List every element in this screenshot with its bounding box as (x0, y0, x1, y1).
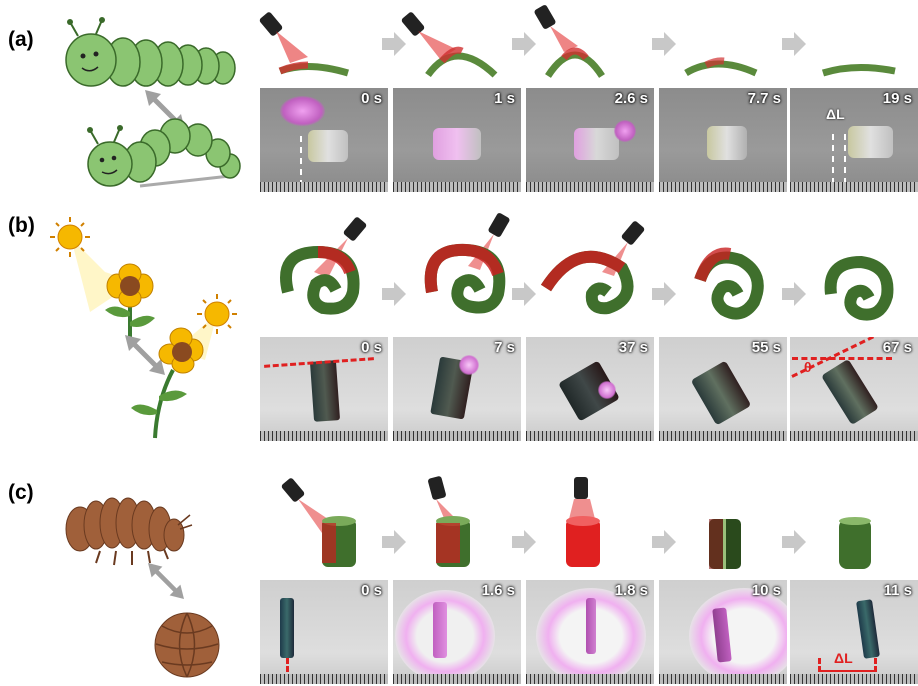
step-arrow-a-3 (652, 32, 676, 56)
time-label: 0 s (361, 582, 382, 599)
caterpillar-straight-illustration (65, 17, 236, 87)
photo-a-3: 2.6 s (526, 88, 654, 192)
step-arrow-c-1 (382, 530, 406, 554)
schematic-a-1 (259, 12, 350, 77)
step-arrow-b-2 (512, 282, 536, 306)
step-arrow-b-3 (652, 282, 676, 306)
panel-a-label: (a) (8, 28, 34, 51)
step-arrow-c-4 (782, 530, 806, 554)
schematic-a-2 (401, 12, 498, 78)
time-label: 67 s (882, 339, 912, 356)
step-arrow-b-4 (782, 282, 806, 306)
ruler (393, 182, 521, 192)
schematic-a-3 (534, 5, 605, 78)
photo-b-3: 37 s (526, 337, 654, 441)
photo-c-3: 1.8 s (526, 580, 654, 684)
step-arrow-a-1 (382, 32, 406, 56)
ruler (659, 674, 787, 684)
step-arrow-c-3 (652, 530, 676, 554)
schematic-c-5 (839, 517, 871, 569)
schematic-b-5 (824, 255, 894, 321)
schematic-c-2 (428, 476, 470, 567)
ruler (790, 674, 918, 684)
caterpillar-arched-illustration (87, 118, 241, 188)
ruler (790, 182, 918, 192)
schematic-c-3 (566, 477, 600, 567)
ruler (790, 431, 918, 441)
time-label: 1.8 s (614, 582, 648, 599)
schematic-a-4 (684, 57, 758, 77)
photo-c-1: 0 s (260, 580, 388, 684)
ruler (393, 431, 521, 441)
time-label: 19 s (882, 90, 912, 107)
ruler (659, 182, 787, 192)
schematic-c-4 (709, 519, 741, 569)
time-label: 10 s (751, 582, 781, 599)
photo-c-2: 1.6 s (393, 580, 521, 684)
schematic-b-4 (694, 247, 764, 320)
time-label: 37 s (618, 339, 648, 356)
time-label: 1.6 s (481, 582, 515, 599)
photo-b-5: θ 67 s (790, 337, 918, 441)
schematic-b-3 (540, 221, 645, 315)
panel-b: (b) (0, 200, 918, 445)
step-arrow-b-1 (382, 282, 406, 306)
schematic-c-1 (281, 478, 356, 567)
step-arrow-a-2 (512, 32, 536, 56)
schematic-b-2 (424, 213, 510, 314)
photo-b-1: 0 s (260, 337, 388, 441)
panel-c: (c) (0, 445, 918, 686)
sunflower-tilted-illustration (131, 294, 237, 439)
time-label: 2.6 s (614, 90, 648, 107)
time-label: 1 s (494, 90, 515, 107)
ruler (526, 674, 654, 684)
ruler (526, 431, 654, 441)
ruler (260, 182, 388, 192)
step-arrow-a-4 (782, 32, 806, 56)
time-label: 7 s (494, 339, 515, 356)
photo-a-2: 1 s (393, 88, 521, 192)
step-arrow-c-2 (512, 530, 536, 554)
pill-bug-extended-illustration (65, 497, 193, 566)
schematic-b-1 (280, 217, 367, 315)
ruler (526, 182, 654, 192)
double-arrow-b (125, 335, 165, 375)
time-label: 11 s (883, 582, 912, 599)
sunflower-upright-illustration (50, 217, 155, 342)
photo-c-4: 10 s (659, 580, 787, 684)
photo-a-1: 0 s (260, 88, 388, 192)
photo-c-5: ΔL 11 s (790, 580, 918, 684)
delta-l-label-a: ΔL (826, 106, 845, 122)
time-label: 55 s (751, 339, 781, 356)
schematic-a-5 (821, 63, 896, 77)
panel-a: (a) (0, 0, 918, 200)
ruler (659, 431, 787, 441)
panel-c-label: (c) (8, 481, 34, 504)
panel-b-label: (b) (8, 214, 35, 237)
pill-bug-rolled-illustration (154, 612, 220, 678)
photo-a-4: 7.7 s (659, 88, 787, 192)
time-label: 0 s (361, 90, 382, 107)
ruler (260, 431, 388, 441)
ruler (393, 674, 521, 684)
double-arrow-c (148, 563, 184, 599)
photo-b-4: 55 s (659, 337, 787, 441)
delta-l-label-c: ΔL (834, 650, 853, 666)
time-label: 0 s (361, 339, 382, 356)
photo-a-5: ΔL 19 s (790, 88, 918, 192)
time-label: 7.7 s (747, 90, 781, 107)
photo-b-2: 7 s (393, 337, 521, 441)
ruler (260, 674, 388, 684)
theta-label-b: θ (804, 359, 812, 375)
